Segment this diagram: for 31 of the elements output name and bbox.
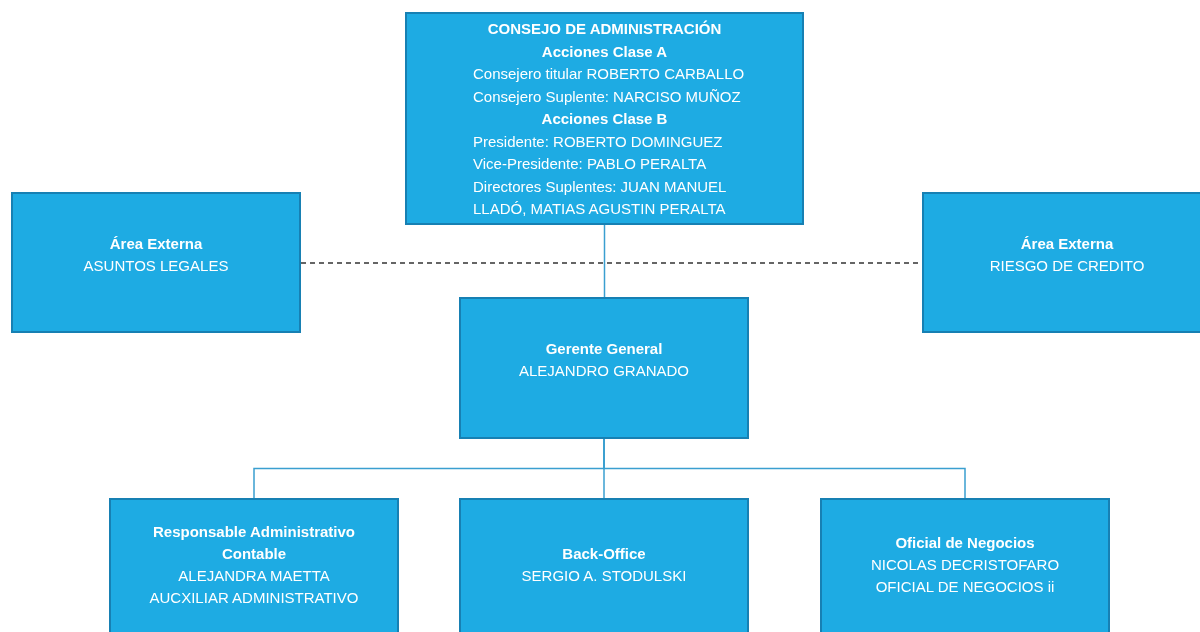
org-box: [11, 192, 301, 333]
box-text: Directores Suplentes: JUAN MANUEL LLADÓ, MATIAS AGUSTIN PERALTA: [472, 176, 727, 219]
box-text: ALEJANDRA MAETTA: [178, 566, 330, 586]
box-text: Consejero titular ROBERTO CARBALLO: [472, 64, 746, 84]
box-heading: Gerente General: [545, 339, 663, 359]
box-heading: Área Externa: [1020, 233, 1114, 254]
box-text: Consejero Suplente: NARCISO MUÑOZ: [472, 86, 742, 107]
box-heading: Acciones Clase A: [541, 41, 668, 62]
box-text: ALEJANDRO GRANADO: [518, 361, 689, 381]
box-heading: CONSEJO DE ADMINISTRACIÓN: [487, 19, 722, 39]
box-text: NICOLAS DECRISTOFARO: [870, 555, 1060, 575]
org-box: [922, 192, 1200, 333]
org-box: [459, 297, 749, 439]
org-box: [405, 12, 804, 225]
box-heading: Oficial de Negocios: [895, 533, 1035, 553]
box-heading: Área Externa: [109, 233, 203, 254]
box-text: OFICIAL DE NEGOCIOS ii: [875, 577, 1055, 597]
box-text: RIESGO DE CREDITO: [989, 255, 1145, 276]
org-box: [459, 498, 749, 632]
box-text: Presidente: ROBERTO DOMINGUEZ: [472, 131, 724, 152]
connector-line: [603, 224, 606, 298]
box-text: AUCXILIAR ADMINISTRATIVO: [149, 588, 359, 608]
box-text: ASUNTOS LEGALES: [83, 255, 229, 276]
org-box: [820, 498, 1110, 632]
org-box: [109, 498, 399, 632]
box-heading: Acciones Clase B: [541, 109, 668, 129]
box-text: SERGIO A. STODULSKI: [521, 566, 687, 586]
box-heading: Back-Office: [562, 544, 646, 564]
connector-line: [603, 438, 966, 499]
box-text: Vice-Presidente: PABLO PERALTA: [472, 154, 708, 174]
box-heading: Responsable Administrativo Contable: [152, 522, 356, 564]
